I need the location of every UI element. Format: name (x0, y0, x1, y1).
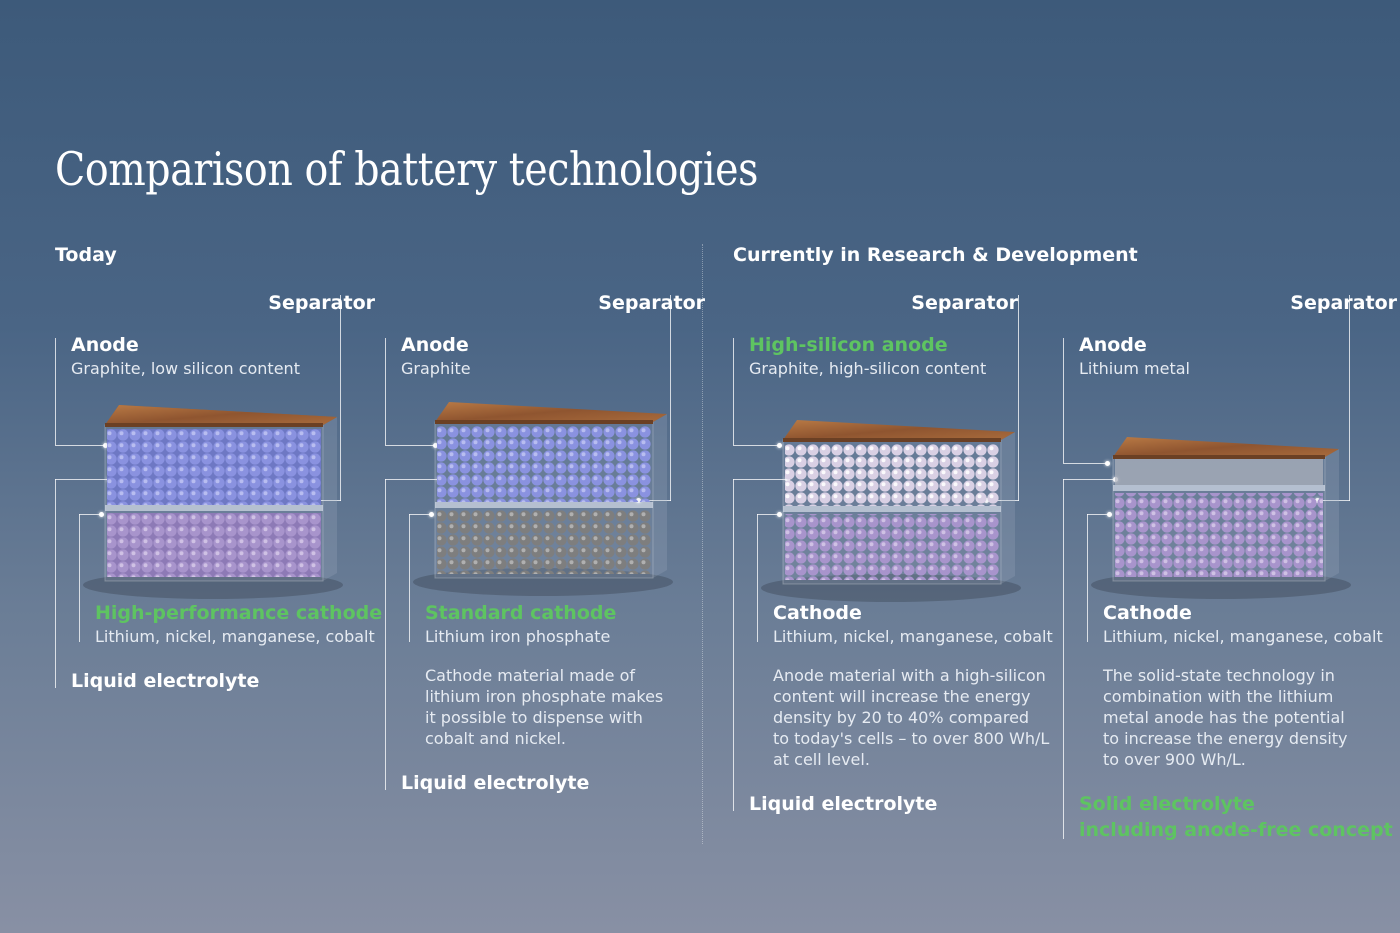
separator-label: Separator (598, 292, 705, 314)
electrolyte-leader (55, 479, 56, 688)
electrolyte-leader-h (55, 479, 109, 480)
cathode-description: The solid-state technology in combinatio… (1103, 666, 1348, 769)
section-divider (702, 244, 703, 844)
cathode-leader (409, 514, 410, 642)
panel-rd-high-silicon: Separator High-silicon anode Graphite, h… (733, 0, 1063, 933)
anode-title: Anode (71, 334, 139, 356)
anode-subtitle: Graphite (401, 359, 471, 378)
electrolyte-label: Liquid electrolyte (749, 793, 938, 815)
electrolyte-leader (1063, 479, 1064, 839)
electrolyte-leader-h (1063, 479, 1115, 480)
electrolyte-leader (733, 479, 734, 811)
separator-leader-h (310, 500, 341, 501)
anode-title: Anode (1079, 334, 1147, 356)
electrolyte-label: Liquid electrolyte (71, 670, 260, 692)
cathode-dot (99, 512, 104, 517)
battery-cell-illustration (83, 405, 343, 599)
separator-leader (1018, 295, 1019, 501)
cathode-leader-h (409, 514, 431, 515)
cathode-leader-h (1087, 514, 1109, 515)
electrolyte-label-line1: Solid electrolyte (1079, 793, 1255, 815)
cathode-leader-h (79, 514, 101, 515)
battery-cell-illustration (761, 420, 1021, 602)
anode-title: Anode (401, 334, 469, 356)
anode-leader (1063, 338, 1064, 463)
anode-leader-h (385, 445, 435, 446)
separator-leader-h (1319, 500, 1350, 501)
cathode-subtitle: Lithium, nickel, manganese, cobalt (95, 627, 375, 646)
electrolyte-label-line2: including anode-free concept (1079, 819, 1393, 841)
anode-dot (433, 443, 438, 448)
section-research: Currently in Research & Development (733, 244, 1138, 266)
anode-dot (103, 443, 108, 448)
anode-leader-h (733, 445, 779, 446)
cathode-subtitle: Lithium, nickel, manganese, cobalt (1103, 627, 1383, 646)
cathode-title: Standard cathode (425, 602, 617, 624)
panel-today-nmc: Separator Anode Graphite, low silicon co… (55, 0, 385, 933)
anode-dot (1105, 461, 1110, 466)
separator-label: Separator (268, 292, 375, 314)
anode-leader-h (1063, 463, 1107, 464)
anode-leader-h (55, 445, 105, 446)
cathode-description: Cathode material made of lithium iron ph… (425, 666, 664, 748)
electrolyte-leader (385, 479, 386, 790)
separator-leader-h (640, 500, 671, 501)
anode-leader (55, 338, 56, 445)
cathode-leader (79, 514, 80, 642)
separator-leader (670, 295, 671, 501)
anode-leader (385, 338, 386, 445)
anode-leader (733, 338, 734, 445)
anode-dot (777, 443, 782, 448)
cathode-subtitle: Lithium iron phosphate (425, 627, 611, 646)
cathode-leader-h (757, 514, 779, 515)
cathode-title: Cathode (1103, 602, 1192, 624)
cathode-title: Cathode (773, 602, 862, 624)
separator-leader (340, 295, 341, 501)
separator-leader-h (988, 500, 1019, 501)
anode-title: High-silicon anode (749, 334, 948, 356)
cathode-dot (777, 512, 782, 517)
cathode-leader (1087, 514, 1088, 642)
panel-today-lfp: Separator Anode Graphite Standard cathod… (385, 0, 715, 933)
electrolyte-label: Liquid electrolyte (401, 772, 590, 794)
cathode-dot (1107, 512, 1112, 517)
battery-cell-illustration (413, 402, 673, 596)
anode-subtitle: Lithium metal (1079, 359, 1190, 378)
section-today: Today (55, 244, 117, 266)
page-title: Comparison of battery technologies (55, 142, 759, 196)
cathode-leader (757, 514, 758, 642)
separator-label: Separator (1290, 292, 1397, 314)
separator-leader (1349, 295, 1350, 501)
panel-rd-solid-state: Separator Anode Lithium metal Cathode Li… (1063, 0, 1397, 933)
separator-label: Separator (911, 292, 1018, 314)
electrolyte-leader-h (733, 479, 787, 480)
cathode-description: Anode material with a high-silicon conte… (773, 666, 1050, 769)
anode-subtitle: Graphite, low silicon content (71, 359, 300, 378)
cathode-subtitle: Lithium, nickel, manganese, cobalt (773, 627, 1053, 646)
battery-cell-illustration (1091, 437, 1351, 599)
anode-subtitle: Graphite, high-silicon content (749, 359, 987, 378)
electrolyte-leader-h (385, 479, 439, 480)
cathode-dot (429, 512, 434, 517)
cathode-title: High-performance cathode (95, 602, 383, 624)
